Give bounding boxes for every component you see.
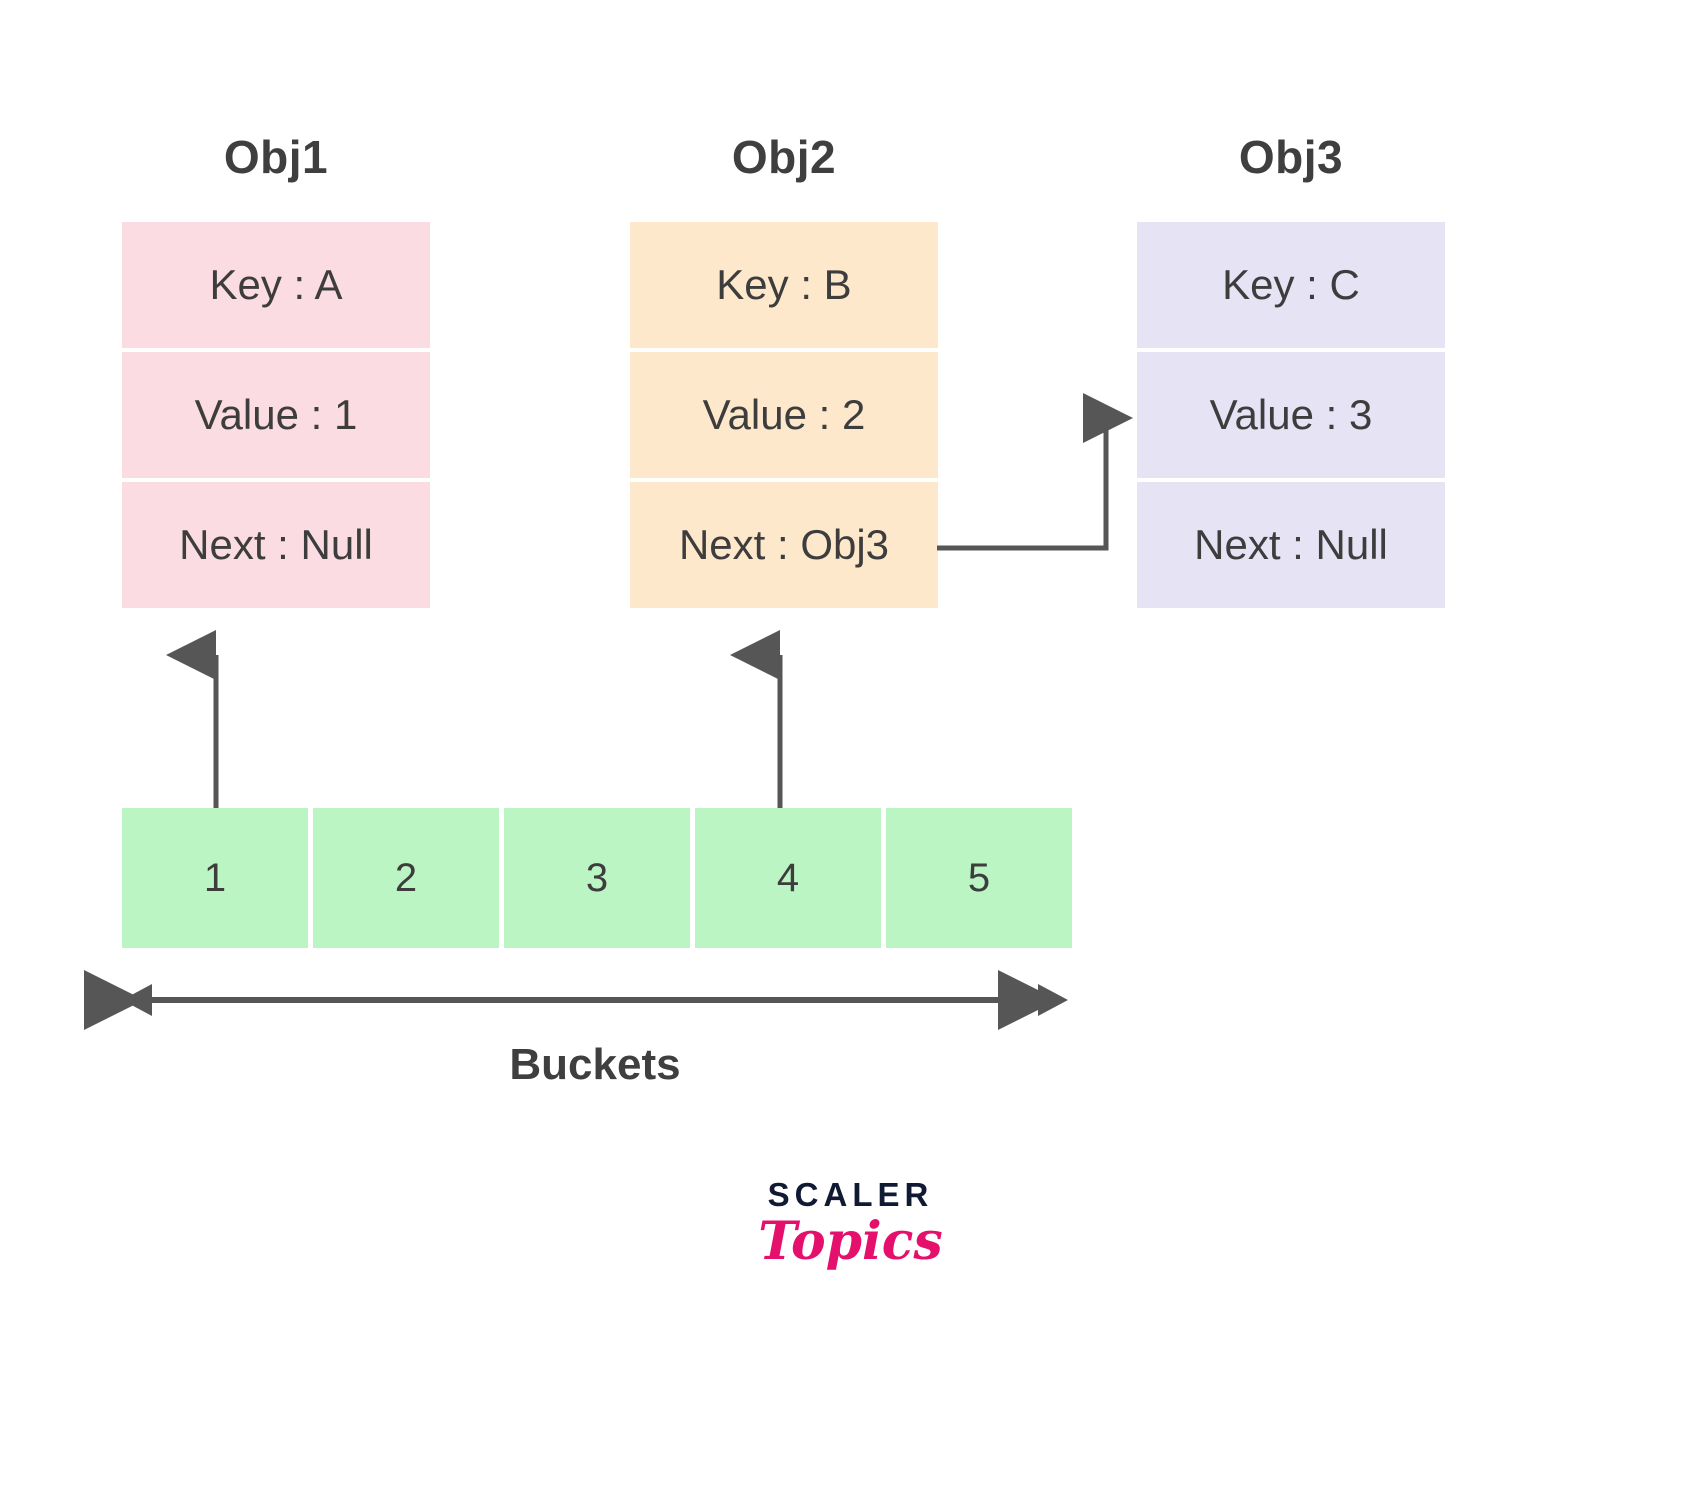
object-row-next-obj1: Next : Null [122,482,430,608]
object-row-key-obj2: Key : B [630,222,938,348]
object-title-obj3: Obj3 [1238,131,1344,183]
object-row-value-obj1: Value : 1 [122,352,430,478]
object-card-obj2: Obj2 Key : B Value : 2 Next : Obj3 [630,131,938,608]
bucket-cell-3: 3 [504,808,690,948]
object-card-obj3: Obj3 Key : C Value : 3 Next : Null [1137,131,1445,608]
object-row-value-obj2: Value : 2 [630,352,938,478]
object-row-key-obj3: Key : C [1137,222,1445,348]
bucket-cell-1: 1 [122,808,308,948]
logo-text-topics: Topics [758,1210,943,1272]
bucket-cell-5: 5 [886,808,1072,948]
object-row-next-obj3: Next : Null [1137,482,1445,608]
buckets-label: Buckets [509,1040,681,1089]
object-title-obj2: Obj2 [731,131,837,183]
bucket-cell-2: 2 [313,808,499,948]
object-rows-obj1: Key : A Value : 1 Next : Null [122,222,430,608]
object-card-obj1: Obj1 Key : A Value : 1 Next : Null [122,131,430,608]
connector-buckets-span [84,970,1068,1030]
object-row-value-obj3: Value : 3 [1137,352,1445,478]
logo-text-scaler: SCALER [767,1176,934,1213]
object-rows-obj3: Key : C Value : 3 Next : Null [1137,222,1445,608]
bucket-cell-4: 4 [695,808,881,948]
object-row-key-obj1: Key : A [122,222,430,348]
object-title-obj1: Obj1 [223,131,329,183]
object-rows-obj2: Key : B Value : 2 Next : Obj3 [630,222,938,608]
connector-obj2-next-to-obj3 [937,393,1133,551]
buckets-array: 1 2 3 4 5 [122,808,1072,948]
scaler-topics-logo: SCALER Topics [0,1176,1701,1272]
object-row-next-obj2: Next : Obj3 [630,482,938,608]
